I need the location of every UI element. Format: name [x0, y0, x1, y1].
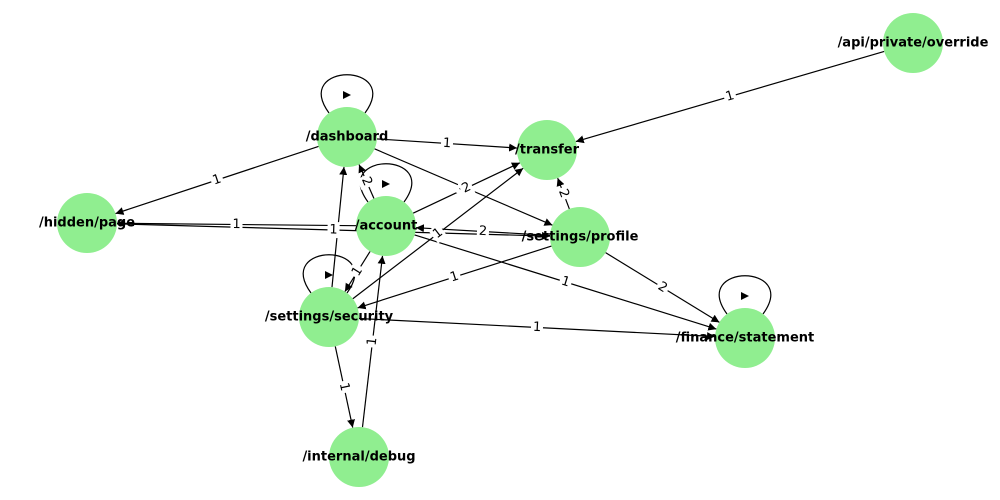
edge-dashboard-to-hidden-label: 1 [208, 170, 226, 190]
edge-label-background [363, 334, 382, 349]
node-circle[interactable] [517, 120, 577, 180]
edge-label-background [446, 267, 463, 287]
edge-label-background [334, 379, 354, 395]
node-circle[interactable] [356, 196, 416, 256]
edge-profile-to-account-label: 2 [476, 223, 490, 240]
edge-label-background [327, 221, 340, 239]
edge-weight-label: 1 [442, 136, 451, 152]
node-circle[interactable] [57, 193, 117, 253]
edge-label-background [356, 172, 377, 191]
node-transfer[interactable]: /transfer [515, 120, 580, 180]
edge-dashboard-to-transfer-label: 1 [440, 135, 454, 152]
edge-account-to-security-label: 1 [347, 262, 368, 281]
edge-dashboard-to-dashboard-arrowhead [343, 91, 351, 99]
edge-label-background [653, 277, 672, 298]
edge-label-background [476, 223, 490, 240]
node-label: /api/private/override [838, 36, 989, 51]
edge-labels-layer: 111222111222111111 [208, 87, 739, 395]
edge-label-background [457, 178, 476, 198]
node-label: /account [355, 219, 418, 234]
node-circle[interactable] [883, 13, 943, 73]
edge-profile-to-transfer-label: 2 [553, 185, 574, 202]
node-circle[interactable] [329, 427, 389, 487]
edge-account-to-finance-label: 1 [557, 272, 574, 292]
edge-label-background [230, 216, 243, 233]
node-dashboard[interactable]: /dashboard [306, 107, 389, 167]
edge-weight-label: 1 [232, 217, 240, 232]
node-account[interactable]: /account [355, 196, 418, 256]
edge-label-background [208, 170, 226, 190]
edge-security-to-transfer-label: 1 [428, 223, 448, 244]
edge-account-to-hidden-label: 1 [230, 216, 243, 233]
node-finance-statement[interactable]: /finance/statement [676, 308, 815, 368]
node-api-private-override[interactable]: /api/private/override [838, 13, 989, 73]
edges-layer [115, 50, 885, 428]
edge-label-background [721, 87, 739, 106]
nodes-layer: /api/private/override/dashboard/transfer… [39, 13, 989, 487]
edge-label-background [440, 135, 454, 152]
node-hidden-page[interactable]: /hidden/page [39, 193, 135, 253]
node-label: /settings/security [265, 310, 394, 325]
node-label: /finance/statement [676, 331, 815, 346]
edge-weight-label: 1 [329, 222, 338, 237]
edge-weight-label: 1 [532, 320, 541, 335]
node-label: /settings/profile [522, 230, 639, 245]
edge-label-background [530, 319, 544, 336]
edge-finance-to-finance-arrowhead [741, 292, 749, 300]
node-circle[interactable] [299, 287, 359, 347]
edge-debug-to-account-label: 1 [363, 334, 382, 349]
node-internal-debug[interactable]: /internal/debug [302, 427, 416, 487]
node-label: /transfer [515, 143, 580, 158]
edge-api-to-transfer-label: 1 [721, 87, 739, 106]
edge-weight-label: 2 [478, 224, 487, 239]
edge-security-to-security-arrowhead [325, 271, 333, 279]
edge-hidden-to-profile-label: 1 [327, 221, 340, 239]
edge-label-background [428, 223, 448, 244]
node-circle[interactable] [317, 107, 377, 167]
edge-account-to-dashboard-label: 2 [356, 172, 377, 191]
edge-account-to-account-arrowhead [382, 180, 390, 188]
edge-weight-label: 1 [365, 337, 381, 347]
edge-profile-to-finance-label: 2 [653, 277, 672, 298]
edge-label-background [347, 262, 368, 281]
edge-dashboard-to-dashboard-self-loop [320, 74, 374, 114]
node-label: /dashboard [306, 130, 389, 145]
edge-security-to-finance-label: 1 [530, 319, 544, 336]
edge-profile-to-security-label: 1 [446, 267, 463, 287]
node-label: /internal/debug [302, 450, 415, 465]
edge-security-to-debug-label: 1 [334, 379, 354, 395]
edge-weight-label: 1 [336, 381, 352, 392]
edge-label-background [557, 272, 574, 292]
node-settings-security[interactable]: /settings/security [265, 287, 394, 347]
edge-finance-to-finance-self-loop [718, 275, 772, 315]
node-circle[interactable] [550, 207, 610, 267]
node-label: /hidden/page [39, 216, 135, 231]
node-circle[interactable] [715, 308, 775, 368]
edge-weight-label: 1 [724, 88, 736, 105]
node-settings-profile[interactable]: /settings/profile [522, 207, 639, 267]
edge-account-to-transfer-label: 2 [457, 178, 476, 198]
edge-label-background [553, 185, 574, 202]
